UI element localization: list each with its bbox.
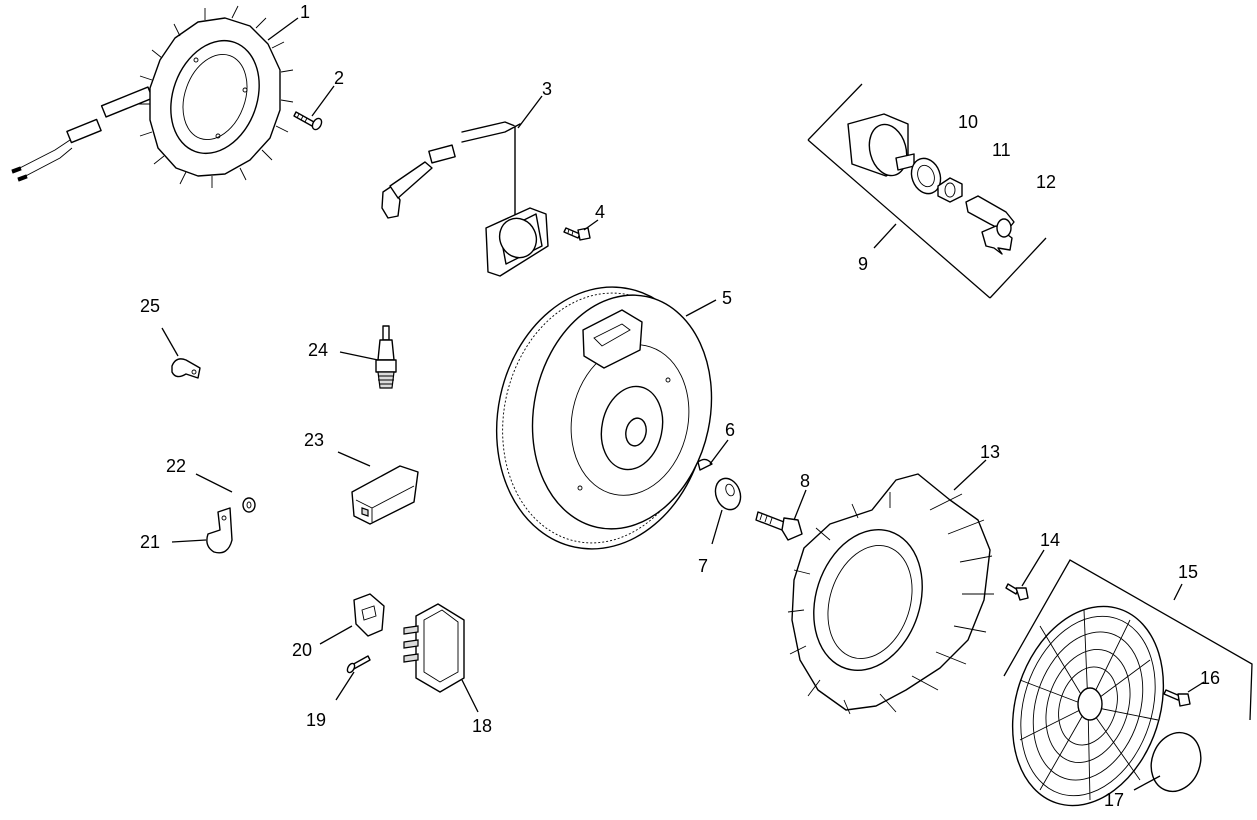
part-screw-4 (563, 227, 591, 241)
callout-8: 8 (800, 471, 810, 491)
part-screw-2 (293, 111, 323, 131)
part-decal (1150, 731, 1202, 793)
callout-17: 17 (1104, 790, 1124, 810)
part-screw-16 (1163, 689, 1191, 707)
part-screw-19 (346, 655, 371, 674)
part-clamp-21 (206, 507, 233, 554)
part-clip-25 (171, 358, 201, 379)
part-bracket-20 (353, 593, 385, 637)
callout-24: 24 (308, 340, 328, 360)
stator-body (138, 5, 294, 188)
callout-11: 11 (992, 140, 1011, 160)
part-rectifier (403, 603, 465, 693)
part-flywheel (495, 286, 713, 550)
callout-3: 3 (542, 79, 552, 99)
part-screw-14 (1005, 583, 1029, 601)
callout-14: 14 (1040, 530, 1060, 550)
callout-21: 21 (140, 532, 160, 552)
callout-20: 20 (292, 640, 312, 660)
callout-10: 10 (958, 112, 978, 132)
part-nut-10 (910, 157, 942, 195)
callout-9: 9 (858, 254, 868, 274)
callout-22: 22 (166, 456, 186, 476)
callout-12: 12 (1036, 172, 1056, 192)
callout-7: 7 (698, 556, 708, 576)
part-ignition-module (381, 121, 549, 277)
part-bolt-8 (755, 511, 803, 541)
part-washer-7 (714, 477, 742, 511)
callout-6: 6 (725, 420, 735, 440)
callouts: 1 2 3 4 5 6 7 8 9 10 11 12 13 14 15 16 1… (140, 2, 1220, 810)
callout-16: 16 (1200, 668, 1220, 688)
callout-15: 15 (1178, 562, 1198, 582)
part-key-6 (697, 458, 713, 471)
callout-2: 2 (334, 68, 344, 88)
callout-5: 5 (722, 288, 732, 308)
part-key-switch-group (807, 83, 1047, 299)
leader-lines (161, 17, 1205, 791)
part-nut-22 (242, 497, 256, 513)
part-lockwasher-11 (937, 177, 963, 203)
part-connector-23 (351, 465, 419, 525)
callout-13: 13 (980, 442, 1000, 462)
callout-19: 19 (306, 710, 326, 730)
part-keys-12 (965, 195, 1015, 255)
callout-1: 1 (300, 2, 310, 22)
stator-wires (11, 86, 154, 182)
callout-25: 25 (140, 296, 160, 316)
part-grass-screen (1003, 559, 1253, 807)
callout-23: 23 (304, 430, 324, 450)
callout-18: 18 (472, 716, 492, 736)
screen-grid (1019, 609, 1159, 801)
part-spark-plug (375, 325, 397, 389)
callout-4: 4 (595, 202, 605, 222)
part-stator (11, 5, 294, 188)
part-fan (787, 473, 994, 715)
